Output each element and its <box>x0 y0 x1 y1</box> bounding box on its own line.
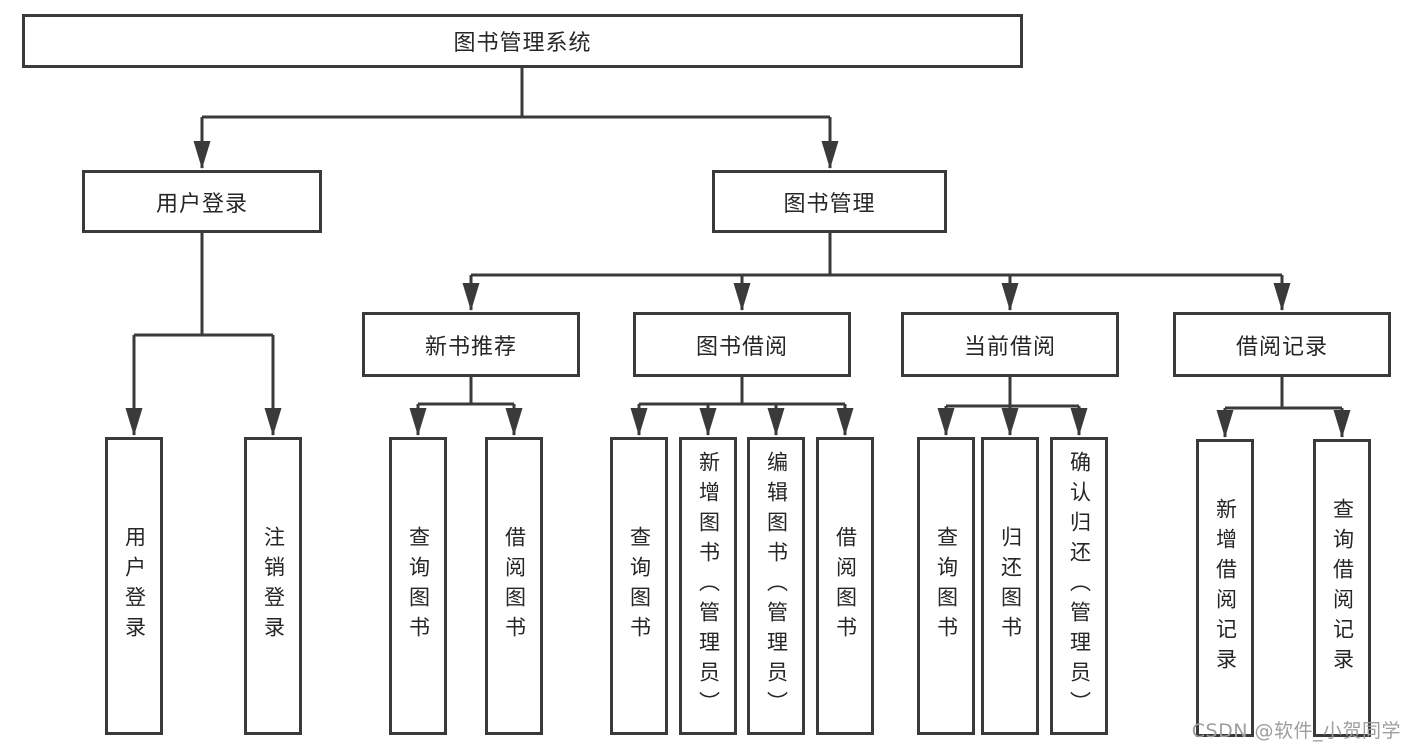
leaf-edit-books-admin: 编辑图书（管理员） <box>747 437 805 735</box>
leaf-return-books-label: 归还图书 <box>998 526 1023 646</box>
leaf-query-books-current: 查询图书 <box>917 437 975 735</box>
node-borrowing-records-label: 借阅记录 <box>1235 334 1328 360</box>
node-borrowing-records: 借阅记录 <box>1173 312 1391 377</box>
leaf-logout: 注销登录 <box>244 437 302 735</box>
leaf-add-borrow-record: 新增借阅记录 <box>1196 439 1254 737</box>
node-new-book-recommendation: 新书推荐 <box>362 312 580 377</box>
leaf-query-books-recommend-label: 查询图书 <box>406 526 431 646</box>
csdn-watermark: CSDN @软件_小贺同学 <box>1191 720 1401 742</box>
node-new-book-recommendation-label: 新书推荐 <box>424 334 517 360</box>
leaf-add-books-admin-label: 新增图书（管理员） <box>696 451 721 721</box>
leaf-confirm-return-admin: 确认归还（管理员） <box>1050 437 1108 735</box>
leaf-user-login-label: 用户登录 <box>122 526 147 646</box>
node-book-management: 图书管理 <box>712 170 947 233</box>
leaf-return-books: 归还图书 <box>981 437 1039 735</box>
leaf-add-borrow-record-label: 新增借阅记录 <box>1213 498 1238 678</box>
leaf-query-books-current-label: 查询图书 <box>934 526 959 646</box>
leaf-query-books-borrow-label: 查询图书 <box>627 526 652 646</box>
node-user-login-label: 用户登录 <box>155 191 248 217</box>
node-book-borrowing-label: 图书借阅 <box>695 334 788 360</box>
leaf-borrow-books: 借阅图书 <box>816 437 874 735</box>
leaf-confirm-return-admin-label: 确认归还（管理员） <box>1067 451 1092 721</box>
node-user-login: 用户登录 <box>82 170 322 233</box>
node-book-management-label: 图书管理 <box>783 191 876 217</box>
node-current-borrowing: 当前借阅 <box>901 312 1119 377</box>
leaf-add-books-admin: 新增图书（管理员） <box>679 437 737 735</box>
node-library-management-system-label: 图书管理系统 <box>453 31 592 56</box>
leaf-borrow-books-recommend-label: 借阅图书 <box>502 526 527 646</box>
leaf-query-books-borrow: 查询图书 <box>610 437 668 735</box>
leaf-borrow-books-recommend: 借阅图书 <box>485 437 543 735</box>
node-current-borrowing-label: 当前借阅 <box>963 334 1056 360</box>
leaf-query-books-recommend: 查询图书 <box>389 437 447 735</box>
node-book-borrowing: 图书借阅 <box>633 312 851 377</box>
leaf-logout-label: 注销登录 <box>261 526 286 646</box>
leaf-query-borrow-record: 查询借阅记录 <box>1313 439 1371 737</box>
leaf-borrow-books-label: 借阅图书 <box>833 526 858 646</box>
leaf-edit-books-admin-label: 编辑图书（管理员） <box>764 451 789 721</box>
leaf-user-login: 用户登录 <box>105 437 163 735</box>
leaf-query-borrow-record-label: 查询借阅记录 <box>1330 498 1355 678</box>
node-library-management-system: 图书管理系统 <box>22 14 1023 68</box>
